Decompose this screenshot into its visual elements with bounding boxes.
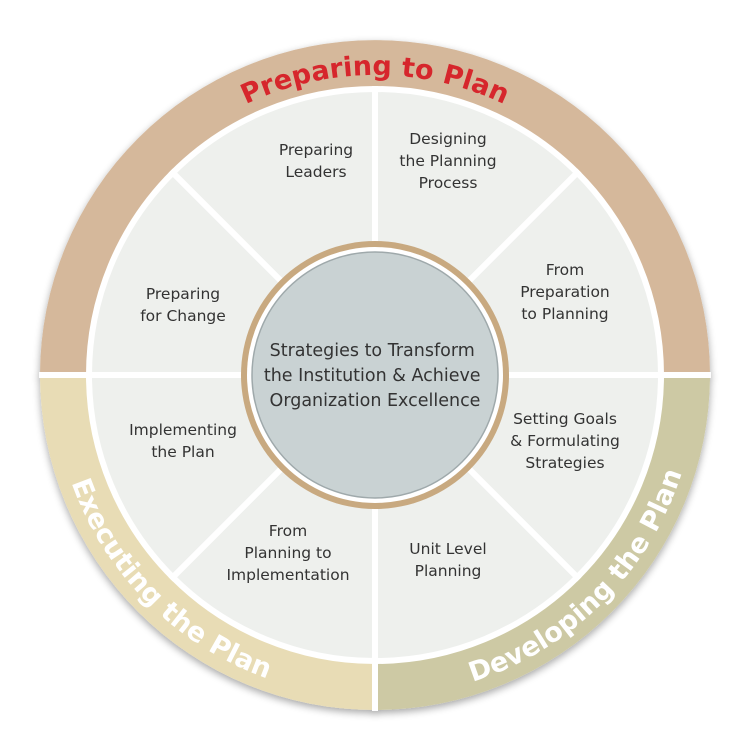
segment-label-line: for Change — [140, 307, 226, 325]
segment-label-line: Strategies — [525, 454, 604, 472]
segment-label-line: Leaders — [285, 163, 346, 181]
segment-label-line: From — [546, 261, 584, 279]
outer-ring — [39, 40, 711, 711]
segment-label-line: the Plan — [151, 443, 214, 461]
segment-label-line: Implementing — [129, 421, 237, 439]
segment-label-line: Preparing — [146, 285, 220, 303]
center-line-2: the Institution & Achieve — [264, 366, 481, 386]
hub-core — [251, 251, 499, 499]
center-line-3: Organization Excellence — [270, 391, 481, 411]
center-line-1: Strategies to Transform — [270, 341, 475, 361]
segment-label-line: Preparation — [520, 283, 610, 301]
ring-preparing-to-plan — [40, 40, 710, 375]
segment-label: Preparing for Change — [140, 285, 226, 325]
ring-developing-the-plan — [375, 375, 710, 710]
segment-label-line: Designing — [409, 130, 487, 148]
ring-dividers — [39, 372, 711, 711]
segment-label-line: Planning — [415, 562, 482, 580]
segment-label-line: Setting Goals — [513, 410, 617, 428]
center-title: Strategies to Transform the Institution … — [264, 341, 486, 411]
segment-label-line: & Formulating — [510, 432, 620, 450]
segment-label: Implementing the Plan — [129, 421, 237, 461]
segment-label-line: Planning to — [244, 544, 331, 562]
segment-label-line: Preparing — [279, 141, 353, 159]
segment-label-line: From — [269, 522, 307, 540]
segment-label-line: Process — [419, 174, 478, 192]
segment-label-line: Unit Level — [409, 540, 486, 558]
segment-label-line: Implementation — [226, 566, 349, 584]
center-hub: Strategies to Transform the Institution … — [241, 241, 509, 509]
segment-label-line: to Planning — [521, 305, 608, 323]
segment-label-line: the Planning — [399, 152, 496, 170]
ring-executing-the-plan — [40, 375, 375, 710]
